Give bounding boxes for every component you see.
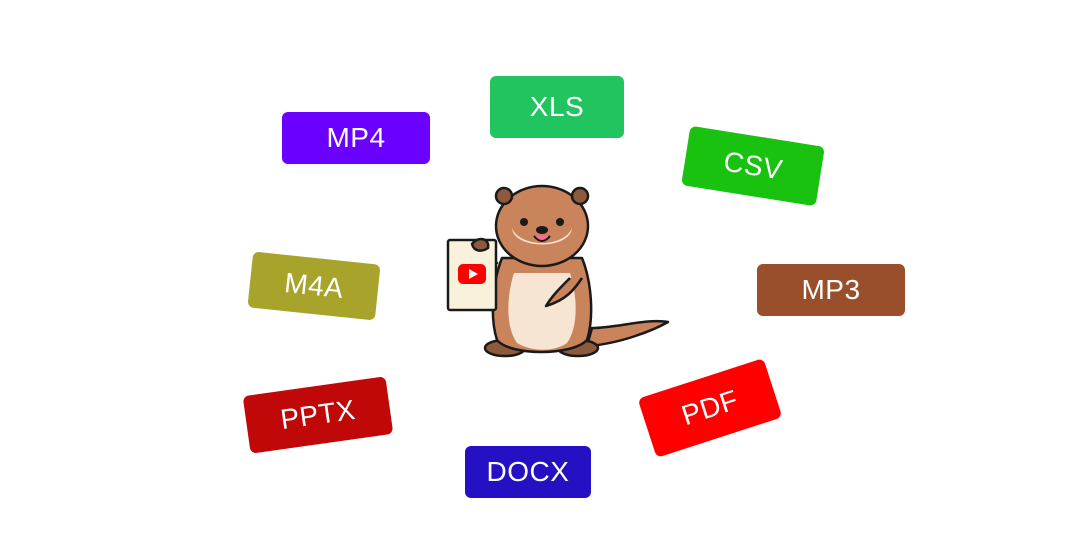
docx-format-badge: DOCX xyxy=(465,446,591,498)
docx-label: DOCX xyxy=(486,456,570,487)
otter-hand xyxy=(470,237,490,252)
pdf-label: PDF xyxy=(677,383,742,432)
xls-label: XLS xyxy=(529,91,585,122)
otter-right-eye xyxy=(556,218,564,226)
m4a-format-badge: M4A xyxy=(247,251,381,321)
pptx-label: PPTX xyxy=(278,393,358,436)
mp3-label: MP3 xyxy=(801,274,861,305)
pdf-format-badge: PDF xyxy=(637,358,783,458)
pptx-format-badge: PPTX xyxy=(242,376,394,454)
otter-mouth xyxy=(533,235,551,242)
mp4-format-badge: MP4 xyxy=(282,112,430,164)
mp4-label: MP4 xyxy=(326,122,386,153)
mp3-format-badge: MP3 xyxy=(757,264,905,316)
csv-label: CSV xyxy=(721,145,785,186)
otter-mascot xyxy=(446,184,670,358)
m4a-label: M4A xyxy=(283,266,346,305)
youtube-logo-icon xyxy=(458,264,486,284)
otter-nose xyxy=(536,226,548,234)
otter-right-ear xyxy=(570,186,590,206)
otter-right-arm xyxy=(544,277,584,308)
xls-format-badge: XLS xyxy=(490,76,624,138)
otter-left-ear xyxy=(494,186,514,206)
otter-left-eye xyxy=(520,218,528,226)
csv-format-badge: CSV xyxy=(681,125,825,207)
otter-tail xyxy=(585,319,670,348)
